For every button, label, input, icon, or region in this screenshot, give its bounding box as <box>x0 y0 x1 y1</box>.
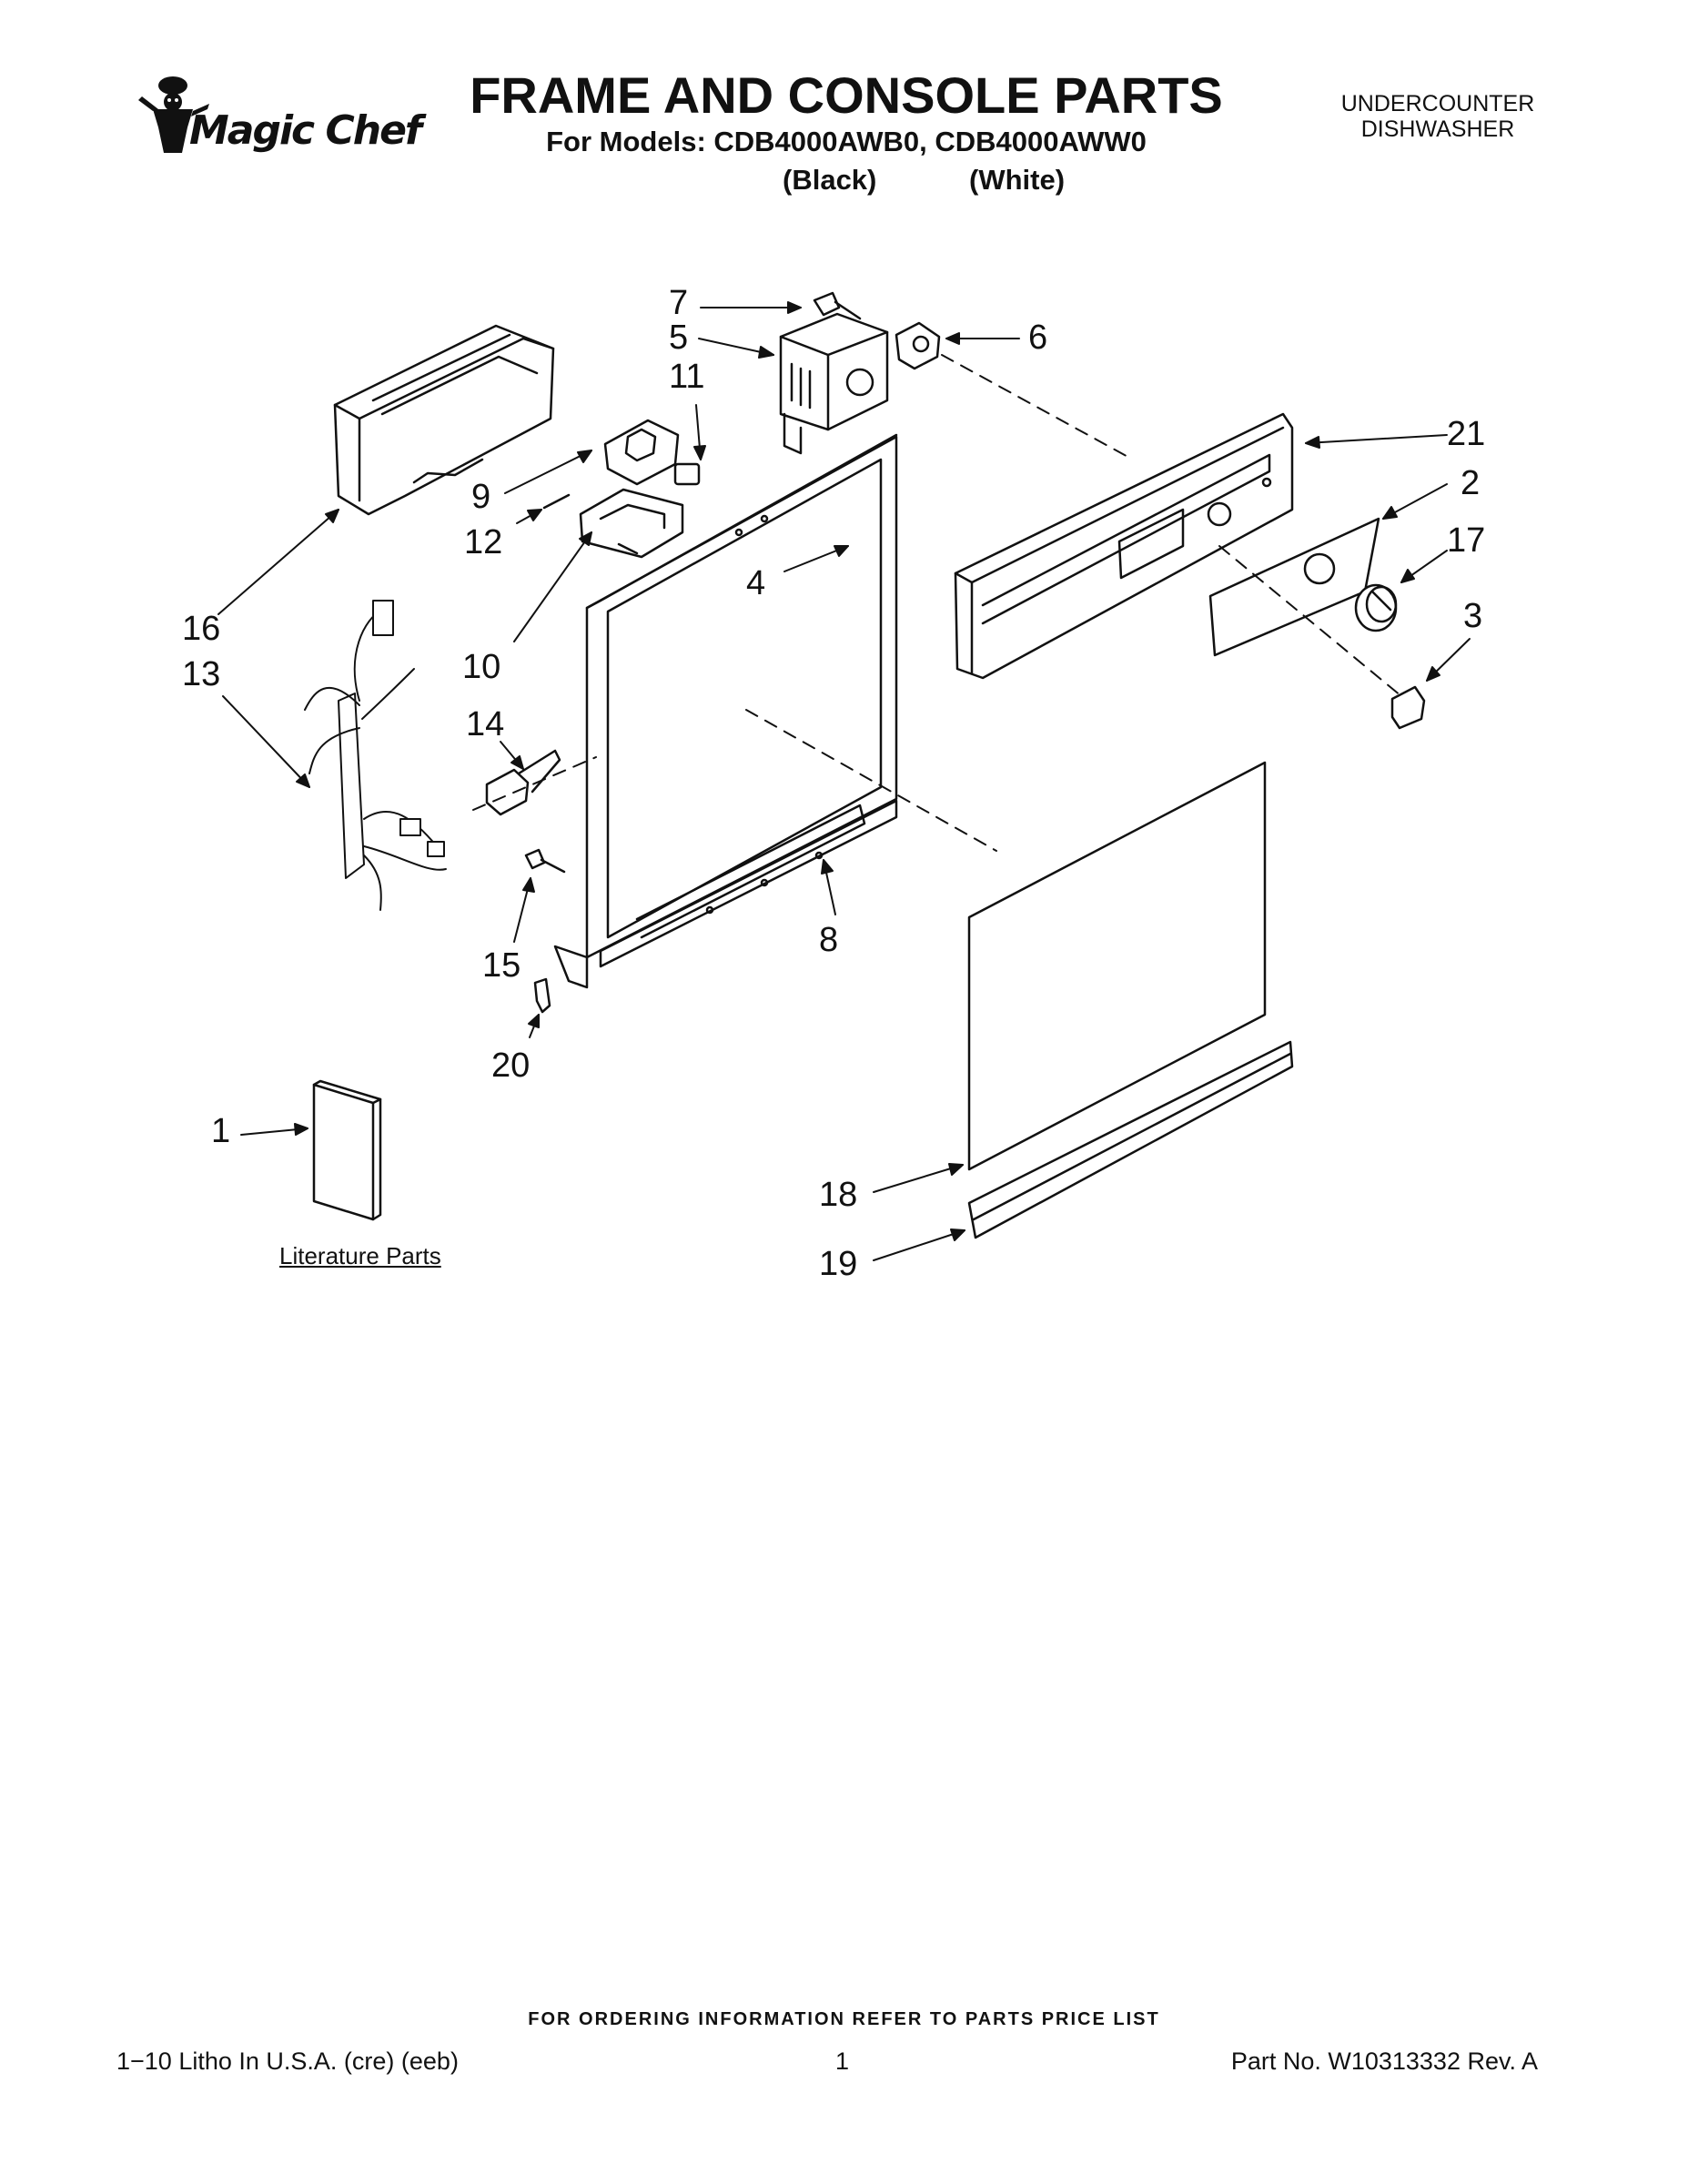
part-8-door-frame <box>553 433 898 989</box>
callout-1: 1 <box>211 1112 231 1150</box>
callout-2: 2 <box>1461 464 1481 502</box>
part-5-timer <box>779 312 889 455</box>
part-1-literature <box>312 1079 382 1221</box>
model-white-label: (White) <box>969 164 1066 196</box>
brand-logo <box>136 73 446 173</box>
part-12-pin <box>542 493 571 510</box>
callout-14: 14 <box>466 705 505 743</box>
callout-18: 18 <box>819 1176 858 1214</box>
callout-17: 17 <box>1447 521 1486 560</box>
callout-6: 6 <box>1028 318 1048 357</box>
part-19-trim <box>967 1040 1294 1239</box>
page-number: 1 <box>835 2048 850 2075</box>
part-21-console <box>954 412 1294 680</box>
part-number: Part No. W10313332 Rev. A <box>1230 2048 1538 2075</box>
callout-12: 12 <box>464 523 503 561</box>
callout-7: 7 <box>669 284 689 322</box>
callout-8: 8 <box>819 921 839 959</box>
model-black-label: (Black) <box>783 164 877 196</box>
part-18-panel <box>967 761 1267 1171</box>
part-6-knob <box>895 321 941 370</box>
brand-name: Magic Chef <box>189 107 422 154</box>
page-title: FRAME AND CONSOLE PARTS <box>470 66 1223 124</box>
callout-3: 3 <box>1463 597 1483 635</box>
callout-11: 11 <box>669 358 705 396</box>
callout-10: 10 <box>462 648 501 686</box>
leader-lines <box>217 301 1471 1261</box>
part-17-knob <box>1354 583 1398 632</box>
callout-9: 9 <box>471 478 491 516</box>
ordering-info: FOR ORDERING INFORMATION REFER TO PARTS … <box>528 2009 1160 2029</box>
callout-5: 5 <box>669 318 689 357</box>
literature-parts-label: Literature Parts <box>279 1242 441 1269</box>
callout-16: 16 <box>182 610 221 648</box>
product-line-1: UNDERCOUNTER <box>1340 91 1535 116</box>
alignment-lines <box>472 354 1402 852</box>
callout-15: 15 <box>482 946 521 985</box>
product-type: UNDERCOUNTER DISHWASHER <box>1301 91 1574 142</box>
part-15-screw <box>524 848 566 874</box>
callout-19: 19 <box>819 1245 858 1283</box>
models-line: For Models: CDB4000AWB0, CDB4000AWW0 <box>546 126 1147 157</box>
callout-4: 4 <box>746 564 766 602</box>
part-13-wire-harness <box>304 600 447 911</box>
part-7-screw <box>813 291 862 320</box>
print-info: 1−10 Litho In U.S.A. (cre) (eeb) <box>116 2048 459 2075</box>
callout-21: 21 <box>1447 415 1486 453</box>
part-16-cover <box>333 324 555 516</box>
part-10-bracket <box>579 488 684 559</box>
product-line-2: DISHWASHER <box>1360 116 1515 142</box>
callout-13: 13 <box>182 655 221 693</box>
chef-icon <box>138 76 209 153</box>
part-14-plug <box>485 749 561 816</box>
callout-20: 20 <box>491 1046 531 1085</box>
part-9-switch <box>603 419 701 486</box>
part-20-clip <box>533 977 551 1014</box>
part-3-switch <box>1390 685 1426 730</box>
